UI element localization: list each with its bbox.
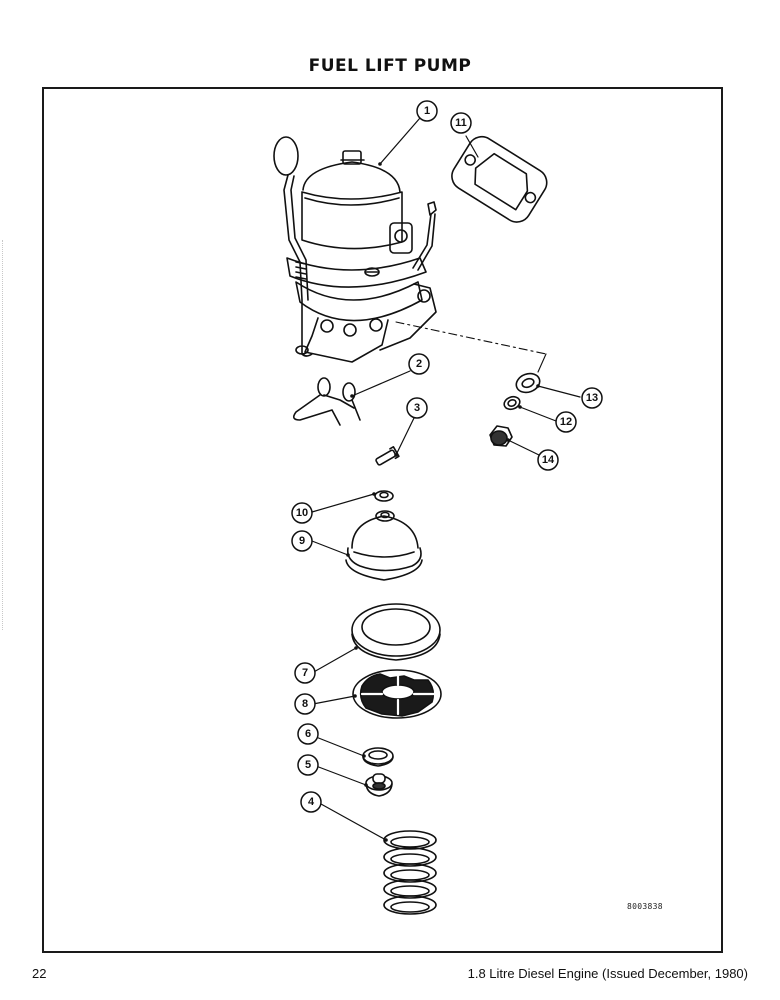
callout-1: [416, 100, 438, 122]
callout-label-13: 13: [586, 392, 598, 404]
pump-assembly-drawing: [273, 136, 547, 373]
callout-10: [291, 502, 313, 524]
spring-drawing: [383, 830, 437, 915]
callout-label-10: 10: [296, 507, 308, 519]
filter-screen-drawing: [352, 669, 442, 719]
retaining-clip-drawing: [292, 377, 361, 426]
sealing-ring-drawing: [351, 603, 441, 661]
diagram-frame: [42, 87, 723, 953]
callout-label-3: 3: [414, 402, 420, 414]
callout-label-14: 14: [542, 454, 555, 466]
nut-drawing: [489, 425, 513, 447]
callout-6: [297, 723, 319, 745]
callout-12: [555, 411, 577, 433]
callout-label-11: 11: [455, 117, 467, 129]
figure-code: 8003838: [627, 902, 663, 911]
callout-label-2: 2: [416, 358, 422, 370]
callout-label-9: 9: [299, 535, 305, 547]
leader-arrowheads: [346, 162, 540, 842]
callout-label-12: 12: [560, 416, 572, 428]
plain-washer-drawing: [515, 372, 541, 394]
callout-label-7: 7: [302, 667, 308, 679]
callout-14: [537, 449, 559, 471]
footer-page-number: 22: [32, 966, 47, 981]
callout-11: [450, 112, 472, 134]
dome-cover-drawing: [345, 510, 423, 581]
callout-7: [294, 662, 316, 684]
callout-2: [408, 353, 430, 375]
valve-drawing: [365, 773, 393, 797]
callout-circles: [291, 100, 603, 813]
sealing-washer-drawing: [374, 490, 394, 502]
callout-label-1: 1: [424, 105, 430, 117]
callout-label-5: 5: [305, 759, 311, 771]
callout-5: [297, 754, 319, 776]
gasket-drawing: [451, 135, 548, 223]
footer-document-title: 1.8 Litre Diesel Engine (Issued December…: [467, 966, 748, 981]
pin-drawing: [375, 446, 400, 466]
callout-4: [300, 791, 322, 813]
scan-artifact: [2, 240, 6, 630]
callout-3: [406, 397, 428, 419]
spring-washer-drawing: [503, 395, 521, 411]
callout-9: [291, 530, 313, 552]
valve-seal-drawing: [362, 747, 394, 767]
callout-13: [581, 387, 603, 409]
callout-label-6: 6: [305, 728, 311, 740]
page-title: FUEL LIFT PUMP: [308, 56, 472, 76]
callout-label-8: 8: [302, 698, 308, 710]
leader-lines: [311, 117, 581, 841]
callout-8: [294, 693, 316, 715]
callout-label-4: 4: [308, 796, 315, 808]
